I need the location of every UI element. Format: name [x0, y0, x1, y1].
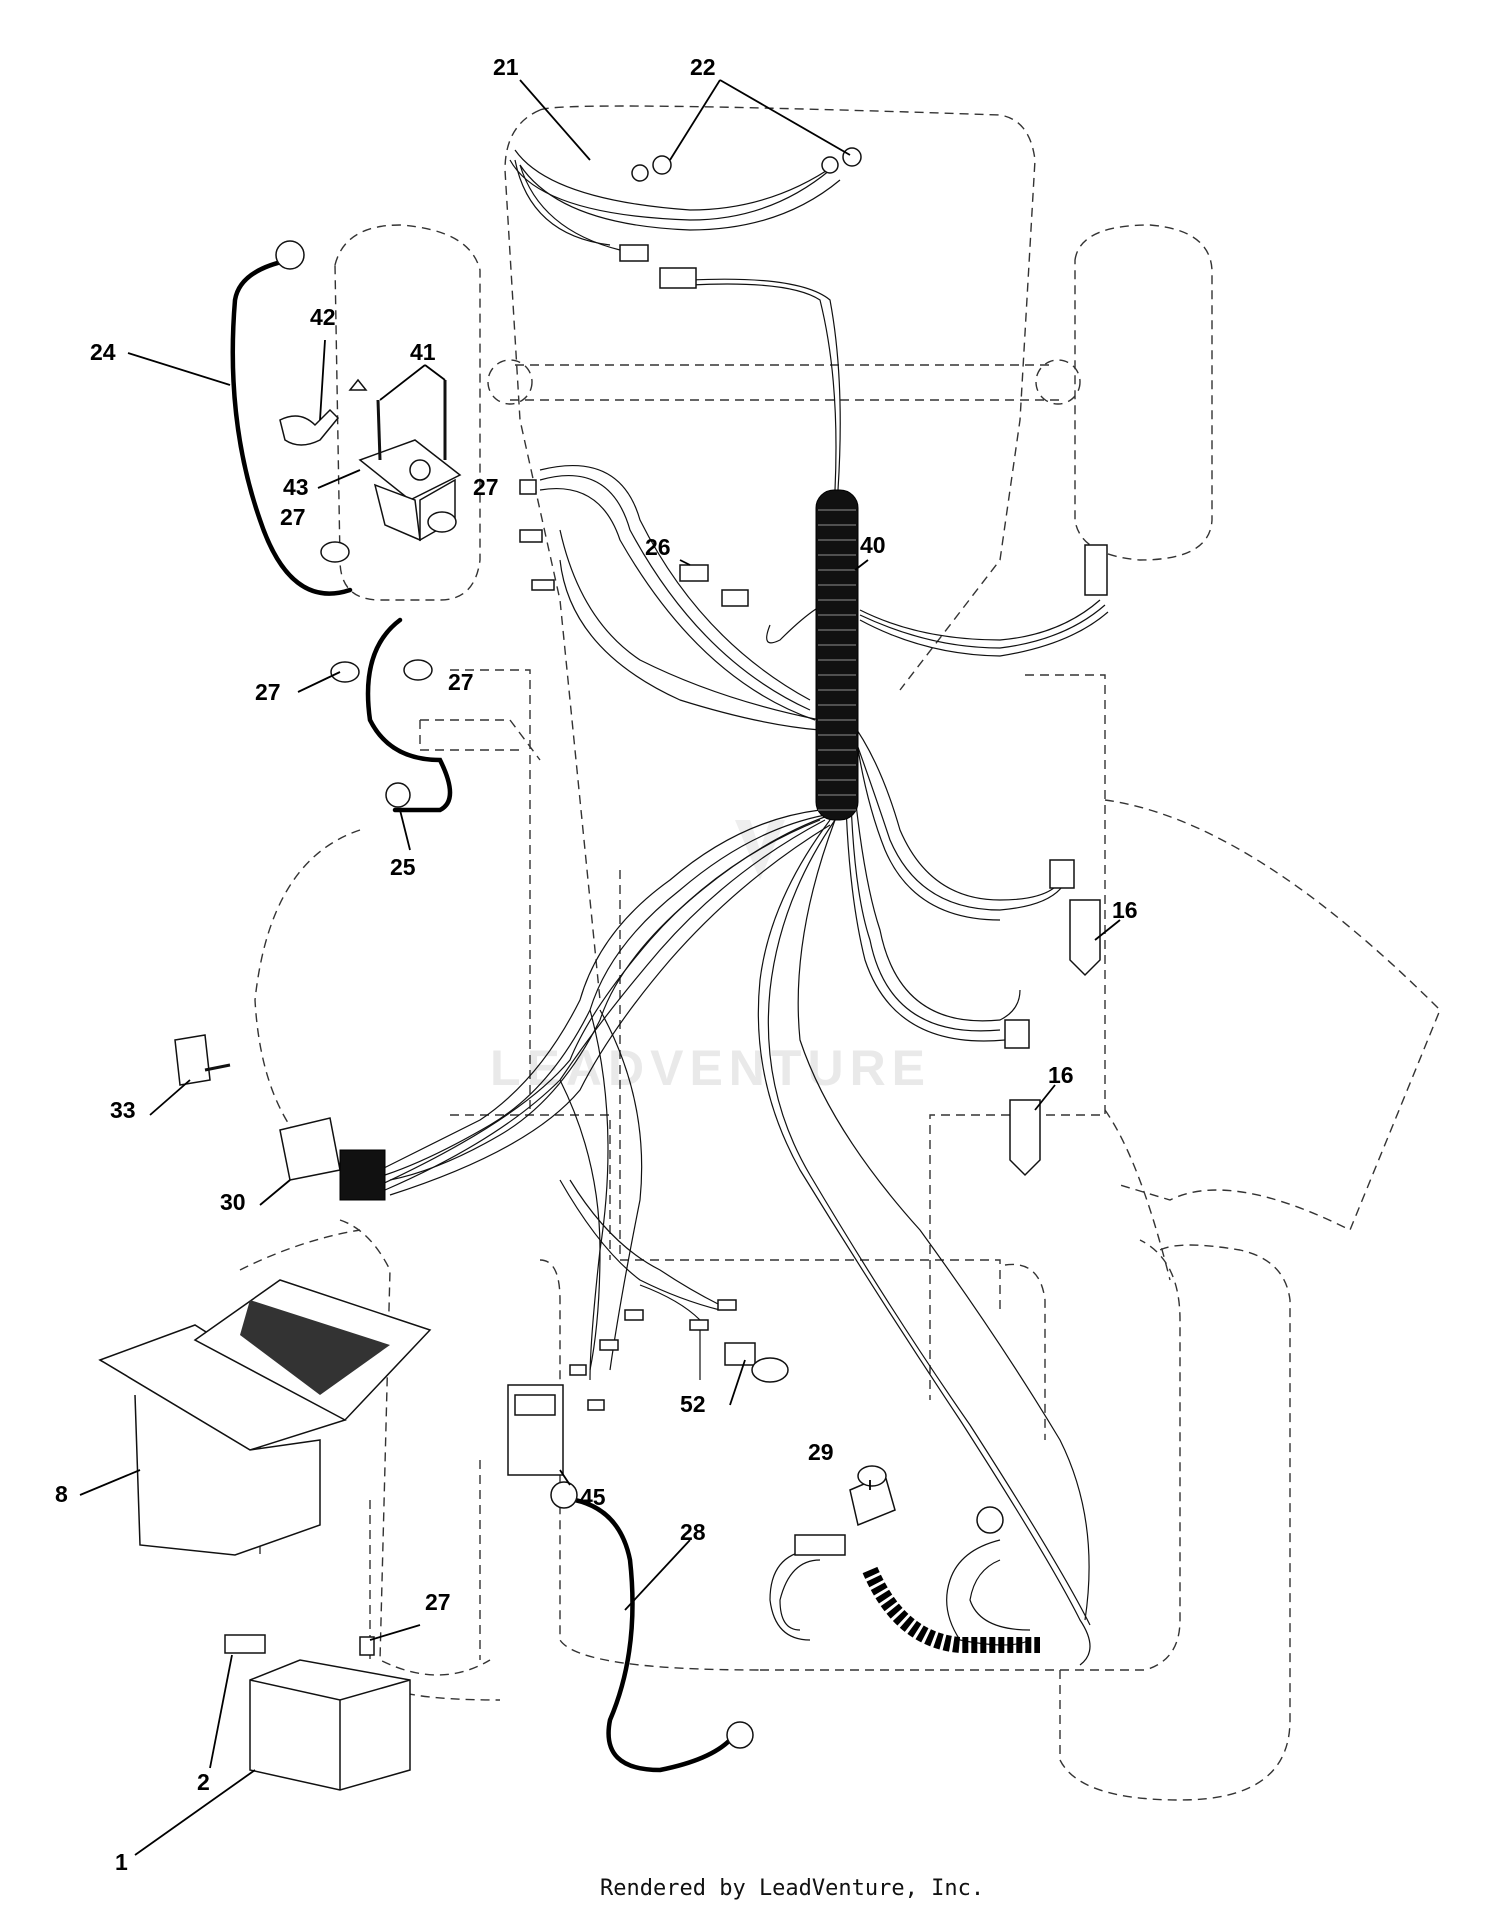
callout-22: 22: [690, 54, 716, 80]
spade-icon: [624, 1309, 644, 1321]
spade-icon: [569, 1364, 587, 1376]
chassis-outline: [239, 105, 1441, 1801]
callout-27: 27: [255, 679, 281, 705]
cable-24: [230, 257, 353, 596]
callout-2: 2: [197, 1769, 210, 1795]
battery-box-8: [98, 1279, 432, 1556]
wire-harness: [379, 149, 1109, 1666]
callout-40: 40: [860, 532, 886, 558]
cables: [230, 257, 733, 1773]
spade-icon: [689, 1319, 709, 1331]
connector-icon: [519, 529, 543, 543]
harness-wrap: [815, 489, 859, 821]
nut-icon: [320, 541, 350, 563]
callout-16: 16: [1048, 1062, 1074, 1088]
spade-icon: [717, 1299, 737, 1311]
callout-21: 21: [493, 54, 519, 80]
callout-29: 29: [808, 1439, 834, 1465]
callout-45: 45: [580, 1484, 606, 1510]
ignition-switch-icon: [279, 1117, 341, 1181]
boot-icon: [279, 408, 340, 446]
callout-1: 1: [115, 1849, 128, 1875]
connector-icon: [619, 244, 649, 262]
callout-27: 27: [425, 1589, 451, 1615]
leader-lines: [79, 79, 1121, 1856]
spade-icon: [599, 1339, 619, 1351]
connector-icon: [531, 579, 555, 591]
callout-8: 8: [55, 1481, 68, 1507]
callouts: 21 22 24 42 41 43 27 27 27 27 25 26 40 1…: [55, 54, 1138, 1875]
battery-icon: [249, 1659, 411, 1791]
cable-25: [365, 617, 453, 813]
connector-icon: [794, 1534, 846, 1556]
connector-icon: [1049, 859, 1075, 889]
interlock-switches: [1009, 899, 1101, 1177]
callout-30: 30: [220, 1189, 246, 1215]
callout-27: 27: [280, 504, 306, 530]
connector-icon: [1004, 1019, 1030, 1049]
callout-33: 33: [110, 1097, 136, 1123]
spade-icon: [587, 1399, 605, 1411]
watermark-logo-icon: [735, 820, 785, 880]
callout-41: 41: [410, 339, 436, 365]
callout-27: 27: [448, 669, 474, 695]
nut-icon: [427, 511, 457, 533]
solenoid-43: [279, 378, 462, 683]
ring-terminal-icon: [550, 1481, 578, 1509]
callout-52: 52: [680, 1391, 706, 1417]
seat-switch-52-icon: [724, 1342, 756, 1366]
nut-icon: [330, 661, 360, 683]
callout-26: 26: [645, 534, 671, 560]
ring-terminal-icon: [726, 1721, 754, 1749]
ignition-plug-icon: [339, 1149, 386, 1201]
connectors: [519, 147, 1108, 1411]
terminals: [275, 240, 1004, 1749]
connector-26-icon: [679, 564, 709, 582]
callout-43: 43: [283, 474, 309, 500]
connector-icon: [1084, 544, 1108, 596]
bulb-socket-icon: [631, 164, 649, 182]
nut-icon: [403, 659, 433, 681]
ring-terminal-icon: [385, 782, 411, 808]
bulb-socket-icon: [821, 156, 839, 174]
connector-icon: [659, 267, 697, 289]
switch-16-icon: [1009, 1099, 1041, 1177]
ring-terminal-icon: [275, 240, 305, 270]
ring-terminal-icon: [976, 1506, 1004, 1534]
misc-components: [507, 1342, 896, 1556]
callout-25: 25: [390, 854, 416, 880]
connector-icon: [519, 479, 537, 495]
callout-42: 42: [310, 304, 336, 330]
callout-16: 16: [1112, 897, 1138, 923]
nut-icon: [359, 1636, 375, 1656]
callout-28: 28: [680, 1519, 706, 1545]
coiled-cable: [862, 1566, 1040, 1653]
switch-16-icon: [1069, 899, 1101, 977]
connector-icon: [721, 589, 749, 607]
ignition: [174, 1034, 386, 1201]
callout-24: 24: [90, 339, 116, 365]
key-icon: [174, 1034, 211, 1086]
footer-credit: Rendered by LeadVenture, Inc.: [600, 1876, 984, 1901]
loom-wrap-icon: [815, 489, 859, 821]
cable-28: [572, 1497, 733, 1773]
bolt-2-icon: [224, 1634, 266, 1654]
bulb-icon: [842, 147, 862, 167]
battery-1: [224, 1634, 411, 1791]
bulb-icon: [652, 155, 672, 175]
callout-27: 27: [473, 474, 499, 500]
